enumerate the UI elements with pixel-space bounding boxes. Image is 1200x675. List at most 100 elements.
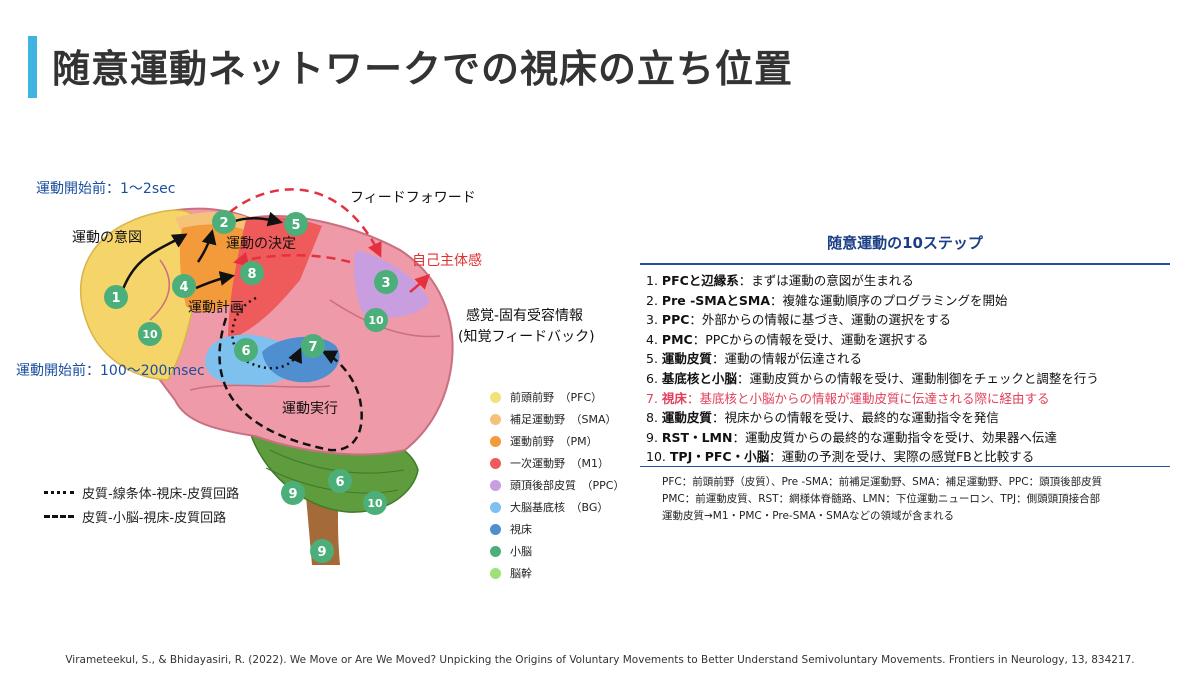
badge-5: 5 bbox=[284, 212, 308, 236]
badge-label: 9 bbox=[317, 545, 326, 560]
steps-bottom-rule bbox=[640, 466, 1170, 467]
steps-top-rule bbox=[640, 263, 1170, 265]
legend-item-m1: 一次運動野 （M1） bbox=[490, 452, 624, 474]
circuit-item-cct: 皮質-小脳-視床-皮質回路 bbox=[44, 504, 239, 528]
pre-movement-long-label: 運動開始前：1〜2sec bbox=[36, 181, 176, 197]
cct-loop bbox=[218, 317, 363, 452]
page-title: 随意運動ネットワークでの視床の立ち位置 bbox=[52, 47, 794, 91]
step-desc: ：PPCからの情報を受け、運動を選択する bbox=[692, 331, 929, 347]
legend-label: 補足運動野 （SMA） bbox=[510, 413, 617, 426]
legend-label: 一次運動野 （M1） bbox=[510, 457, 609, 470]
m1-region bbox=[228, 217, 322, 340]
badge-label: 6 bbox=[335, 475, 344, 490]
step-desc: ：運動の情報が伝達される bbox=[711, 351, 862, 367]
step-item: 8. 運動皮質：視床からの情報を受け、最終的な運動指令を発信 bbox=[646, 407, 1170, 427]
decision-arrow bbox=[196, 229, 217, 263]
intention-arrow bbox=[120, 233, 188, 293]
step-item: 1. PFCと辺縁系：まずは運動の意図が生まれる bbox=[646, 270, 1170, 290]
badge-9: 9 bbox=[281, 481, 305, 505]
legend-item-bg: 大脳基底核 （BG） bbox=[490, 496, 624, 518]
agency-label: 自己主体感 bbox=[412, 253, 482, 269]
step-name: 運動皮質 bbox=[661, 410, 712, 426]
badge-10b: 10 bbox=[364, 308, 388, 332]
legend-label: 頭頂後部皮質 （PPC） bbox=[510, 479, 625, 492]
intention-label: 運動の意図 bbox=[72, 230, 142, 246]
legend-item-brainstem: 脳幹 bbox=[490, 562, 624, 584]
abbreviation-notes: PFC：前頭前野（皮質）、Pre -SMA：前補足運動野、SMA：補足運動野、P… bbox=[662, 474, 1172, 525]
step-item: 2. Pre -SMAとSMA：複雑な運動順序のプログラミングを開始 bbox=[646, 290, 1170, 310]
step-name: 基底核と小脳 bbox=[661, 370, 737, 386]
legend-item-thalamus: 視床 bbox=[490, 518, 624, 540]
dashed-line-swatch bbox=[44, 514, 74, 518]
legend-dot bbox=[490, 479, 501, 491]
step-desc: ：運動皮質からの最終的な運動指令を受け、効果器へ伝達 bbox=[732, 429, 1057, 445]
step-desc: ：複雑な運動順序のプログラミングを開始 bbox=[770, 292, 1008, 308]
step-name: RST・LMN bbox=[661, 429, 733, 445]
badge-label: 10 bbox=[142, 328, 158, 341]
badge-circle bbox=[240, 261, 264, 285]
legend-item-ppc: 頭頂後部皮質 （PPC） bbox=[490, 474, 624, 496]
steps-list: 1. PFCと辺縁系：まずは運動の意図が生まれる 2. Pre -SMAとSMA… bbox=[646, 270, 1170, 466]
step-name: 運動皮質 bbox=[661, 351, 712, 367]
badge-label: 2 bbox=[219, 216, 228, 231]
legend-label: 小脳 bbox=[510, 545, 532, 558]
step-desc: ：外部からの情報に基づき、運動の選択をする bbox=[689, 312, 952, 328]
agency-arrow bbox=[409, 273, 431, 293]
step-item: 6. 基底核と小脳：運動皮質からの情報を受け、運動制御をチェックと調整を行う bbox=[646, 368, 1170, 388]
step-desc: ：まずは運動の意図が生まれる bbox=[738, 273, 914, 288]
legend-label: 視床 bbox=[510, 523, 532, 536]
feedforward-arrow bbox=[229, 188, 382, 258]
legend-label: 運動前野 （PM） bbox=[510, 435, 598, 448]
step-desc: ：運動皮質からの情報を受け、運動制御をチェックと調整を行う bbox=[736, 370, 1099, 386]
brain-illustration: 1 2 3 4 5 6 6 7 8 9 9 10 10 10 bbox=[79, 188, 454, 565]
badge-circle bbox=[104, 285, 128, 309]
step-name: PPC bbox=[661, 312, 690, 328]
step-name: TPJ・PFC・小脳 bbox=[669, 449, 770, 465]
legend-dot bbox=[490, 567, 501, 579]
badge-label: 10 bbox=[367, 497, 383, 510]
legend-item-pm: 運動前野 （PM） bbox=[490, 430, 624, 452]
step-desc: ：運動の予測を受け、実際の感覚FBと比較する bbox=[769, 449, 1035, 465]
badge-circle bbox=[234, 338, 258, 362]
step-num: 2. bbox=[646, 292, 658, 308]
sensory-sub-label: (知覚フィードバック) bbox=[458, 329, 595, 345]
badge-label: 9 bbox=[288, 487, 297, 502]
badge-label: 6 bbox=[241, 344, 250, 359]
step-num: 3. bbox=[646, 312, 658, 328]
sensory-label: 感覚-固有受容情報 bbox=[466, 308, 584, 324]
badge-circle bbox=[212, 210, 236, 234]
badge-10c: 10 bbox=[363, 491, 387, 515]
badge-10: 10 bbox=[138, 322, 162, 346]
step-name: 視床 bbox=[661, 390, 687, 406]
sma-to-m1-arrow bbox=[231, 211, 283, 227]
step-num: 9. bbox=[646, 429, 658, 445]
badge-circle bbox=[310, 539, 334, 563]
badge-circle bbox=[364, 308, 388, 332]
badge-8: 8 bbox=[240, 261, 264, 285]
legend-dot bbox=[490, 435, 501, 447]
legend-label: 大脳基底核 （BG） bbox=[510, 501, 609, 514]
step-item: 9. RST・LMN：運動皮質からの最終的な運動指令を受け、効果器へ伝達 bbox=[646, 427, 1170, 447]
badge-2: 2 bbox=[212, 210, 236, 234]
badge-circle bbox=[281, 481, 305, 505]
badge-label: 5 bbox=[291, 218, 300, 233]
step-num: 4. bbox=[646, 331, 658, 347]
badge-label: 7 bbox=[308, 340, 317, 355]
planning-label: 運動計画 bbox=[188, 300, 244, 316]
legend-label: 脳幹 bbox=[510, 567, 532, 580]
step-item-highlighted: 7. 視床：基底核と小脳からの情報が運動皮質に伝達される際に経由する bbox=[646, 388, 1170, 408]
legend-label: 前頭前野 （PFC） bbox=[510, 391, 603, 404]
step-name: PMC bbox=[661, 331, 693, 347]
title-accent-bar bbox=[28, 36, 37, 98]
badge-circle bbox=[301, 334, 325, 358]
step-num: 1. bbox=[646, 273, 658, 288]
step-item: 4. PMC：PPCからの情報を受け、運動を選択する bbox=[646, 329, 1170, 349]
badge-1: 1 bbox=[104, 285, 128, 309]
step-num: 8. bbox=[646, 410, 658, 426]
badge-4: 4 bbox=[172, 274, 196, 298]
ppc-to-m1-arrow bbox=[233, 252, 351, 267]
circuit-item-csbt: 皮質-線条体-視床-皮質回路 bbox=[44, 480, 239, 504]
step-item: 5. 運動皮質：運動の情報が伝達される bbox=[646, 348, 1170, 368]
legend-dot bbox=[490, 501, 501, 513]
step-name: PFCと辺縁系 bbox=[661, 273, 739, 288]
